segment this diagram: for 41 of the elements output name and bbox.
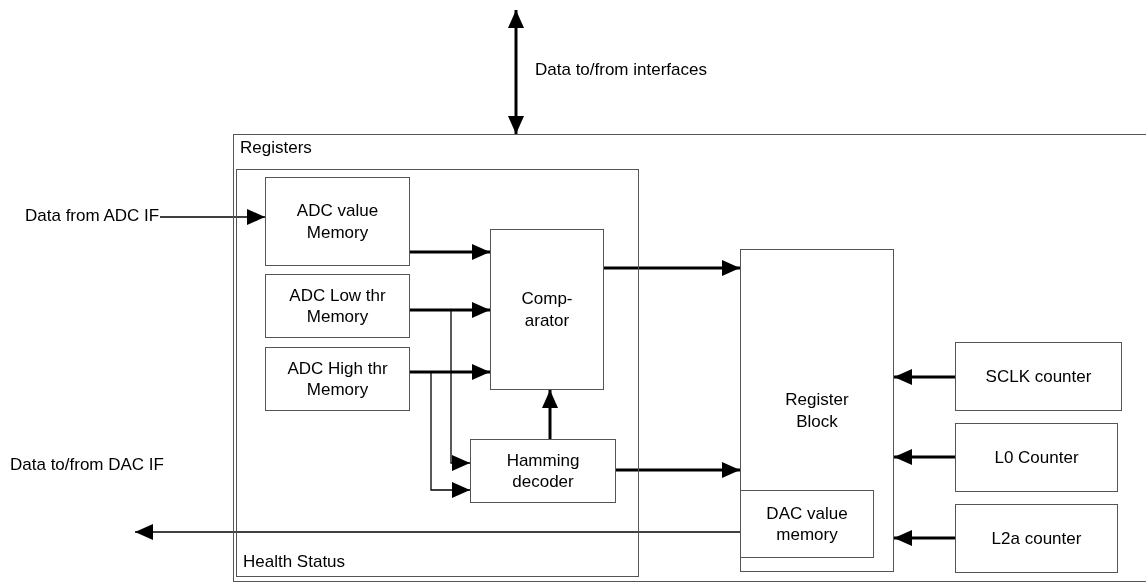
arrow: [894, 449, 955, 465]
block-box: [265, 177, 410, 266]
block-box: [265, 347, 410, 411]
block-box: [740, 249, 894, 572]
block-label: Hamming decoder: [505, 449, 581, 493]
block-label: ADC value Memory: [295, 200, 380, 243]
arrow: [159, 209, 266, 225]
block-box: [955, 423, 1118, 492]
block-box: [955, 504, 1118, 573]
block-label: L2a counter: [991, 527, 1082, 550]
signal-label: Data to/from interfaces: [535, 60, 707, 80]
arrow: [508, 10, 524, 134]
block-label: Comp- arator: [520, 288, 574, 331]
arrow: [134, 524, 741, 540]
block-label: L0 Counter: [994, 446, 1079, 469]
arrow: [410, 244, 490, 260]
arrow: [616, 462, 740, 478]
block-box: [470, 439, 616, 503]
arrow: [542, 390, 558, 439]
signal-label: Data to/from DAC IF: [10, 455, 164, 475]
block-box: [740, 490, 874, 558]
arrow: [410, 364, 490, 380]
panel-title: Registers: [240, 137, 312, 159]
block-label: Register Block: [784, 389, 850, 432]
block-panel: [236, 169, 639, 577]
arrow: [409, 309, 471, 471]
panel-title: Health Status: [243, 550, 346, 572]
block-label: SCLK counter: [985, 365, 1092, 388]
arrow: [894, 530, 955, 546]
signal-label: Data from ADC IF: [25, 205, 160, 227]
arrow: [894, 369, 955, 385]
arrow: [409, 371, 471, 498]
block-label: ADC High thr Memory: [286, 357, 389, 401]
arrow: [410, 302, 490, 318]
block-box: [955, 342, 1122, 411]
registers-panel: [233, 134, 1146, 582]
arrow: [604, 260, 740, 276]
block-box: [490, 229, 604, 390]
block-label: DAC value memory: [765, 502, 849, 546]
block-box: [265, 274, 410, 338]
block-label: ADC Low thr Memory: [288, 284, 387, 328]
